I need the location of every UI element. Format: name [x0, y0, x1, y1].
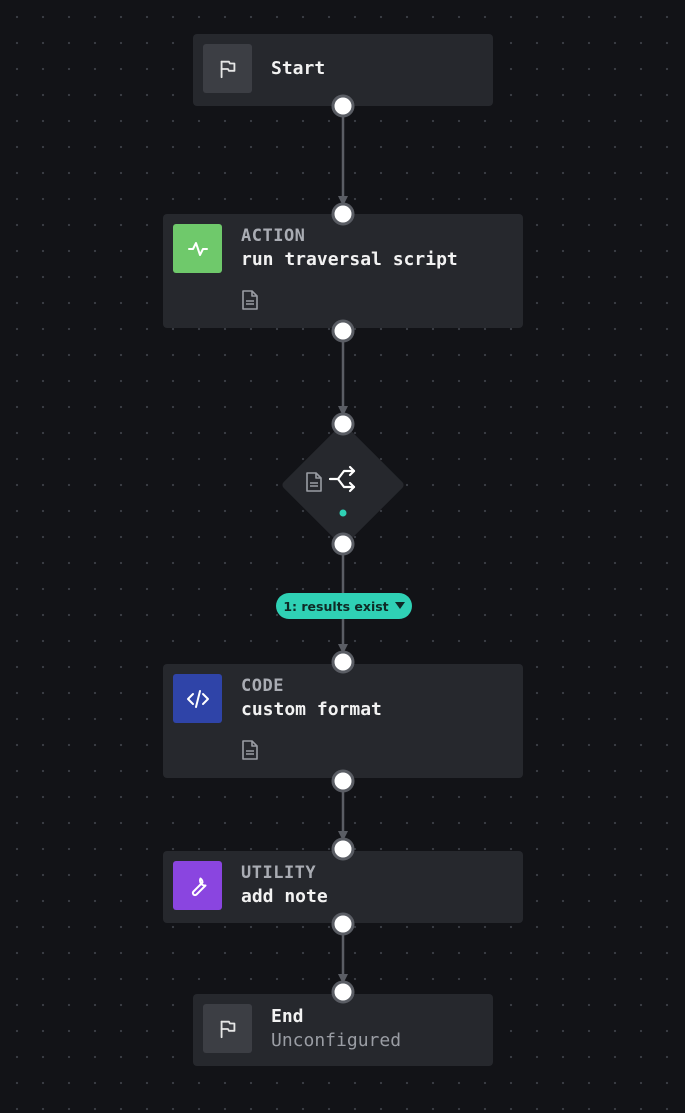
branch-condition-badge[interactable]: 1: results exist: [276, 593, 412, 619]
end-node[interactable]: End Unconfigured: [193, 994, 493, 1066]
end-icon-box: [203, 1004, 252, 1053]
branch-label: 1: results exist: [283, 598, 389, 614]
caret-down-icon: [394, 602, 405, 609]
decision-node-content: [285, 427, 401, 543]
utility-title: add note: [241, 886, 328, 907]
activity-icon: [187, 241, 208, 256]
utility-type-label: UTILITY: [241, 863, 317, 883]
utility-icon-box: [173, 861, 222, 910]
document-icon[interactable]: [241, 290, 259, 310]
end-status: Unconfigured: [271, 1030, 402, 1051]
utility-node[interactable]: UTILITY add note: [163, 851, 523, 923]
wrench-icon: [191, 877, 206, 896]
flag-icon: [220, 60, 235, 78]
code-node[interactable]: CODE custom format: [163, 664, 523, 778]
document-icon[interactable]: [241, 740, 259, 760]
start-node[interactable]: Start: [193, 34, 493, 106]
action-title: run traversal script: [241, 249, 458, 270]
start-title: Start: [271, 58, 326, 79]
code-title: custom format: [241, 699, 382, 720]
shuffle-icon: [328, 465, 356, 493]
flag-icon: [220, 1020, 235, 1038]
status-dot: [339, 509, 347, 517]
document-icon[interactable]: [305, 472, 323, 492]
end-title: End: [271, 1006, 304, 1027]
code-icon: [186, 689, 209, 708]
code-icon-box: [173, 674, 222, 723]
action-icon-box: [173, 224, 222, 273]
action-node[interactable]: ACTION run traversal script: [163, 214, 523, 328]
code-type-label: CODE: [241, 676, 284, 696]
action-type-label: ACTION: [241, 226, 306, 246]
start-icon-box: [203, 44, 252, 93]
